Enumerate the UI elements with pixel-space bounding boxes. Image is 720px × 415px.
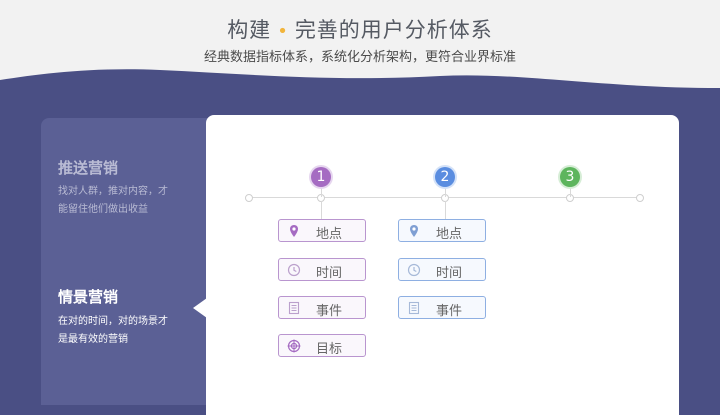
desc-line: 能留住他们做出收益 <box>58 204 148 215</box>
chip-label: 时间 <box>316 266 343 281</box>
chip-label: 时间 <box>436 266 463 281</box>
title-part-2: 完善的用户分析体系 <box>294 18 493 42</box>
chip-label: 事件 <box>316 304 343 319</box>
clock-icon <box>407 263 421 277</box>
sidebar-item-scene-marketing-desc: 在对的时间，对的场景才 是最有效的营销 <box>58 313 188 349</box>
desc-line: 是最有效的营销 <box>58 334 128 345</box>
connector-line <box>445 201 446 219</box>
chip-time[interactable]: 时间 <box>398 258 486 281</box>
target-icon <box>287 339 301 353</box>
title-part-1: 构建 <box>227 18 272 42</box>
chip-target[interactable]: 目标 <box>278 334 366 357</box>
sidebar-item-push-marketing[interactable]: 推送营销 <box>58 159 119 177</box>
connector-line <box>570 187 571 197</box>
step-2-badge[interactable]: 2 <box>435 167 455 187</box>
chip-label: 地点 <box>436 227 463 242</box>
sidebar-item-push-marketing-desc: 找对人群，推对内容，才 能留住他们做出收益 <box>58 183 188 219</box>
desc-line: 在对的时间，对的场景才 <box>58 316 168 327</box>
step-3-badge[interactable]: 3 <box>560 167 580 187</box>
connector-line <box>445 187 446 197</box>
page-title: 构建•完善的用户分析体系 <box>0 14 720 44</box>
chip-event[interactable]: 事件 <box>278 296 366 319</box>
clock-icon <box>287 263 301 277</box>
timeline-dot <box>245 194 253 202</box>
document-icon <box>408 301 420 315</box>
connector-line <box>321 187 322 197</box>
chip-event[interactable]: 事件 <box>398 296 486 319</box>
active-pointer <box>193 298 207 318</box>
step-1-badge[interactable]: 1 <box>311 167 331 187</box>
document-icon <box>288 301 300 315</box>
desc-line: 找对人群，推对内容，才 <box>58 186 168 197</box>
chip-label: 地点 <box>316 227 343 242</box>
chip-label: 事件 <box>436 304 463 319</box>
title-dot: • <box>277 21 289 42</box>
chip-location[interactable]: 地点 <box>278 219 366 242</box>
location-pin-icon <box>410 225 418 237</box>
page-subtitle: 经典数据指标体系，系统化分析架构，更符合业界标准 <box>203 50 516 65</box>
timeline-dot <box>636 194 644 202</box>
chip-label: 目标 <box>316 342 343 357</box>
chip-location[interactable]: 地点 <box>398 219 486 242</box>
sidebar-item-scene-marketing[interactable]: 情景营销 <box>58 288 119 306</box>
chip-time[interactable]: 时间 <box>278 258 366 281</box>
connector-line <box>321 201 322 219</box>
location-pin-icon <box>290 225 298 237</box>
header-background <box>0 0 720 88</box>
side-panel <box>41 118 211 405</box>
